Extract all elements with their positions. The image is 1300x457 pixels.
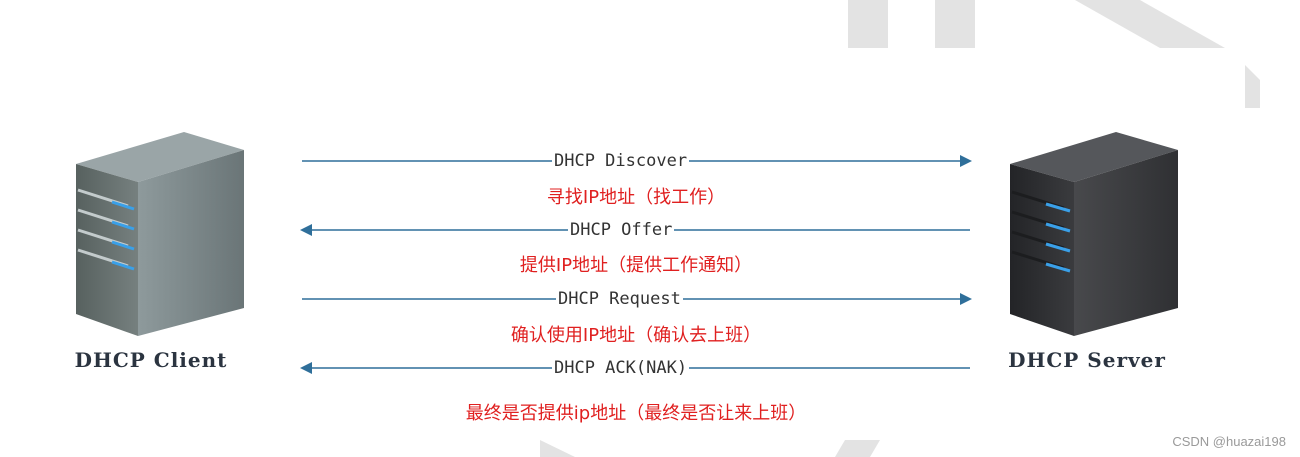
message-arrow-ack: DHCP ACK(NAK) xyxy=(300,356,972,380)
message-description: 寻找IP地址（找工作） xyxy=(300,183,972,209)
message-arrow-request: DHCP Request xyxy=(300,287,972,311)
message-description: 提供IP地址（提供工作通知） xyxy=(300,251,972,277)
client-label: DHCP Client xyxy=(66,348,236,372)
message-description: 最终是否提供ip地址（最终是否让来上班） xyxy=(300,399,972,425)
message-description: 确认使用IP地址（确认去上班） xyxy=(300,321,972,347)
dhcp-client-node: DHCP Client xyxy=(68,122,238,342)
message-name: DHCP Offer xyxy=(568,218,674,242)
server-label: DHCP Server xyxy=(1002,348,1172,372)
message-arrow-discover: DHCP Discover xyxy=(300,149,972,173)
message-name: DHCP Discover xyxy=(552,149,689,173)
message-arrow-offer: DHCP Offer xyxy=(300,218,972,242)
message-name: DHCP ACK(NAK) xyxy=(552,356,689,380)
watermark-credit: CSDN @huazai198 xyxy=(1172,434,1286,449)
client-server-icon xyxy=(68,122,248,342)
server-tower-icon xyxy=(1006,122,1186,342)
message-name: DHCP Request xyxy=(556,287,683,311)
dhcp-server-node: DHCP Server xyxy=(1006,122,1176,342)
